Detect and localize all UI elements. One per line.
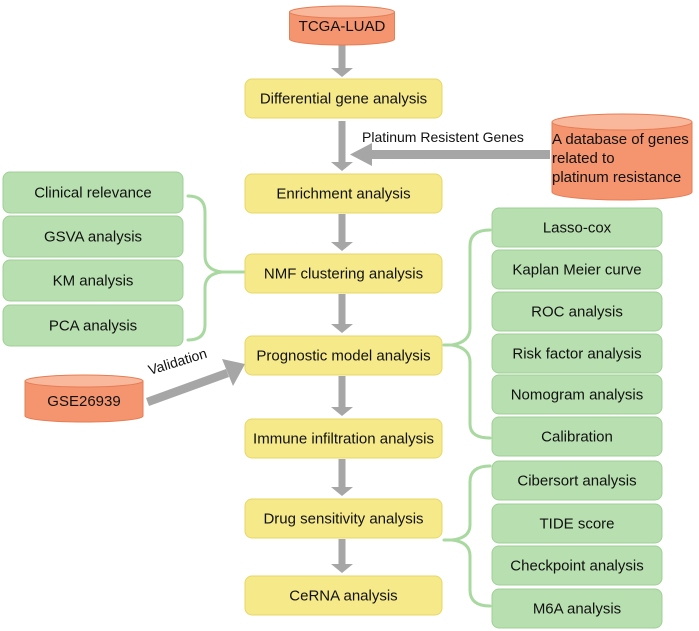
left-box-1-shape — [2, 171, 184, 214]
main-step-5-shape — [244, 418, 443, 459]
down-arrow — [331, 294, 353, 333]
gse26939-cylinder: GSE26939 — [24, 374, 144, 423]
main-step-7: CeRNA analysis — [244, 575, 443, 616]
left-box-4-label: PCA analysis — [49, 317, 137, 334]
immune-box-4: M6A analysis — [491, 588, 663, 629]
model-box-1-shape — [491, 207, 663, 248]
main-step-6: Drug sensitivity analysis — [244, 498, 443, 539]
gse-cylinder-body — [24, 380, 144, 423]
model-box-5: Nomogram analysis — [491, 374, 663, 415]
main-step-1-shape — [244, 78, 443, 119]
immune-box-2-shape — [491, 503, 663, 544]
immune-box-3-shape — [491, 545, 663, 586]
left-box-3: KM analysis — [2, 259, 184, 302]
main-step-1-label: Differential gene analysis — [260, 90, 427, 107]
immune-box-2: TIDE score — [491, 503, 663, 544]
model-box-3: ROC analysis — [491, 291, 663, 332]
model-box-2-label: Kaplan Meier curve — [512, 261, 641, 278]
platinum-cylinder-body — [551, 121, 693, 201]
immune-box-1-label: Cibersort analysis — [517, 472, 636, 489]
immune-box-2-label: TIDE score — [539, 515, 614, 532]
model-box-4-label: Risk factor analysis — [512, 345, 641, 362]
model-group-bracket — [442, 228, 492, 440]
left-box-3-label: KM analysis — [53, 272, 134, 289]
down-arrow — [331, 376, 353, 416]
main-step-4-label: Prognostic model analysis — [256, 347, 430, 364]
tcga-luad-cylinder: TCGA-LUAD — [289, 5, 395, 46]
main-step-3: NMF clustering analysis — [244, 253, 443, 294]
platinum-db-line-3: platinum resistance — [552, 169, 681, 186]
validation-label: Validation — [146, 345, 208, 378]
immune-box-4-shape — [491, 588, 663, 629]
validation-arrow — [146, 359, 245, 406]
main-step-4-shape — [244, 335, 443, 376]
left-box-2: GSVA analysis — [2, 215, 184, 258]
immune-box-4-label: M6A analysis — [533, 600, 621, 617]
model-box-1-label: Lasso-cox — [543, 219, 612, 236]
platinum-genes-arrow — [350, 143, 550, 166]
platinum-database-cylinder: A database of genes related to platinum … — [551, 113, 693, 201]
main-step-5-label: Immune infiltration analysis — [253, 430, 434, 447]
left-box-4: PCA analysis — [2, 304, 184, 347]
main-step-5: Immune infiltration analysis — [244, 418, 443, 459]
tcga-cylinder-top — [289, 5, 395, 19]
platinum-db-line-1: A database of genes — [552, 131, 689, 148]
left-box-2-label: GSVA analysis — [44, 228, 142, 245]
main-step-7-shape — [244, 575, 443, 616]
model-box-2-shape — [491, 249, 663, 290]
immune-box-1: Cibersort analysis — [491, 460, 663, 501]
tcga-label: TCGA-LUAD — [299, 18, 386, 35]
gse-label: GSE26939 — [47, 393, 120, 410]
main-step-2-label: Enrichment analysis — [276, 185, 410, 202]
main-step-7-label: CeRNA analysis — [289, 587, 397, 604]
main-step-2: Enrichment analysis — [244, 173, 443, 214]
main-step-4: Prognostic model analysis — [244, 335, 443, 376]
immune-box-3: Checkpoint analysis — [491, 545, 663, 586]
model-box-4-shape — [491, 333, 663, 374]
down-arrow — [331, 45, 353, 77]
platinum-cylinder-top — [551, 113, 693, 131]
main-step-6-shape — [244, 498, 443, 539]
model-box-2: Kaplan Meier curve — [491, 249, 663, 290]
left-box-2-shape — [2, 215, 184, 258]
left-box-4-shape — [2, 304, 184, 347]
left-box-1: Clinical relevance — [2, 171, 184, 214]
down-arrow — [331, 539, 353, 573]
brackets-layer — [186, 194, 492, 608]
main-step-3-label: NMF clustering analysis — [264, 265, 423, 282]
model-box-5-shape — [491, 374, 663, 415]
left-group-bracket — [186, 194, 246, 342]
immune-box-3-label: Checkpoint analysis — [510, 557, 643, 574]
down-arrow — [331, 121, 353, 171]
model-box-1: Lasso-cox — [491, 207, 663, 248]
left-box-1-label: Clinical relevance — [34, 184, 152, 201]
model-box-5-label: Nomogram analysis — [511, 386, 644, 403]
main-step-2-shape — [244, 173, 443, 214]
model-box-6: Calibration — [491, 416, 663, 457]
model-box-4: Risk factor analysis — [491, 333, 663, 374]
tcga-cylinder-body — [289, 11, 395, 46]
main-step-3-shape — [244, 253, 443, 294]
platinum-genes-label: Platinum Resistent Genes — [362, 129, 524, 145]
main-step-1: Differential gene analysis — [244, 78, 443, 119]
immune-box-1-shape — [491, 460, 663, 501]
main-step-6-label: Drug sensitivity analysis — [263, 510, 423, 527]
arrows-layer — [146, 45, 550, 573]
model-box-6-label: Calibration — [541, 428, 613, 445]
model-box-6-shape — [491, 416, 663, 457]
gse-cylinder-top — [24, 374, 144, 388]
left-box-3-shape — [2, 259, 184, 302]
platinum-db-line-2: related to — [552, 150, 615, 167]
model-box-3-shape — [491, 291, 663, 332]
immune-group-bracket — [442, 464, 492, 608]
down-arrow — [331, 459, 353, 496]
model-box-3-label: ROC analysis — [531, 303, 623, 320]
down-arrow — [331, 214, 353, 251]
